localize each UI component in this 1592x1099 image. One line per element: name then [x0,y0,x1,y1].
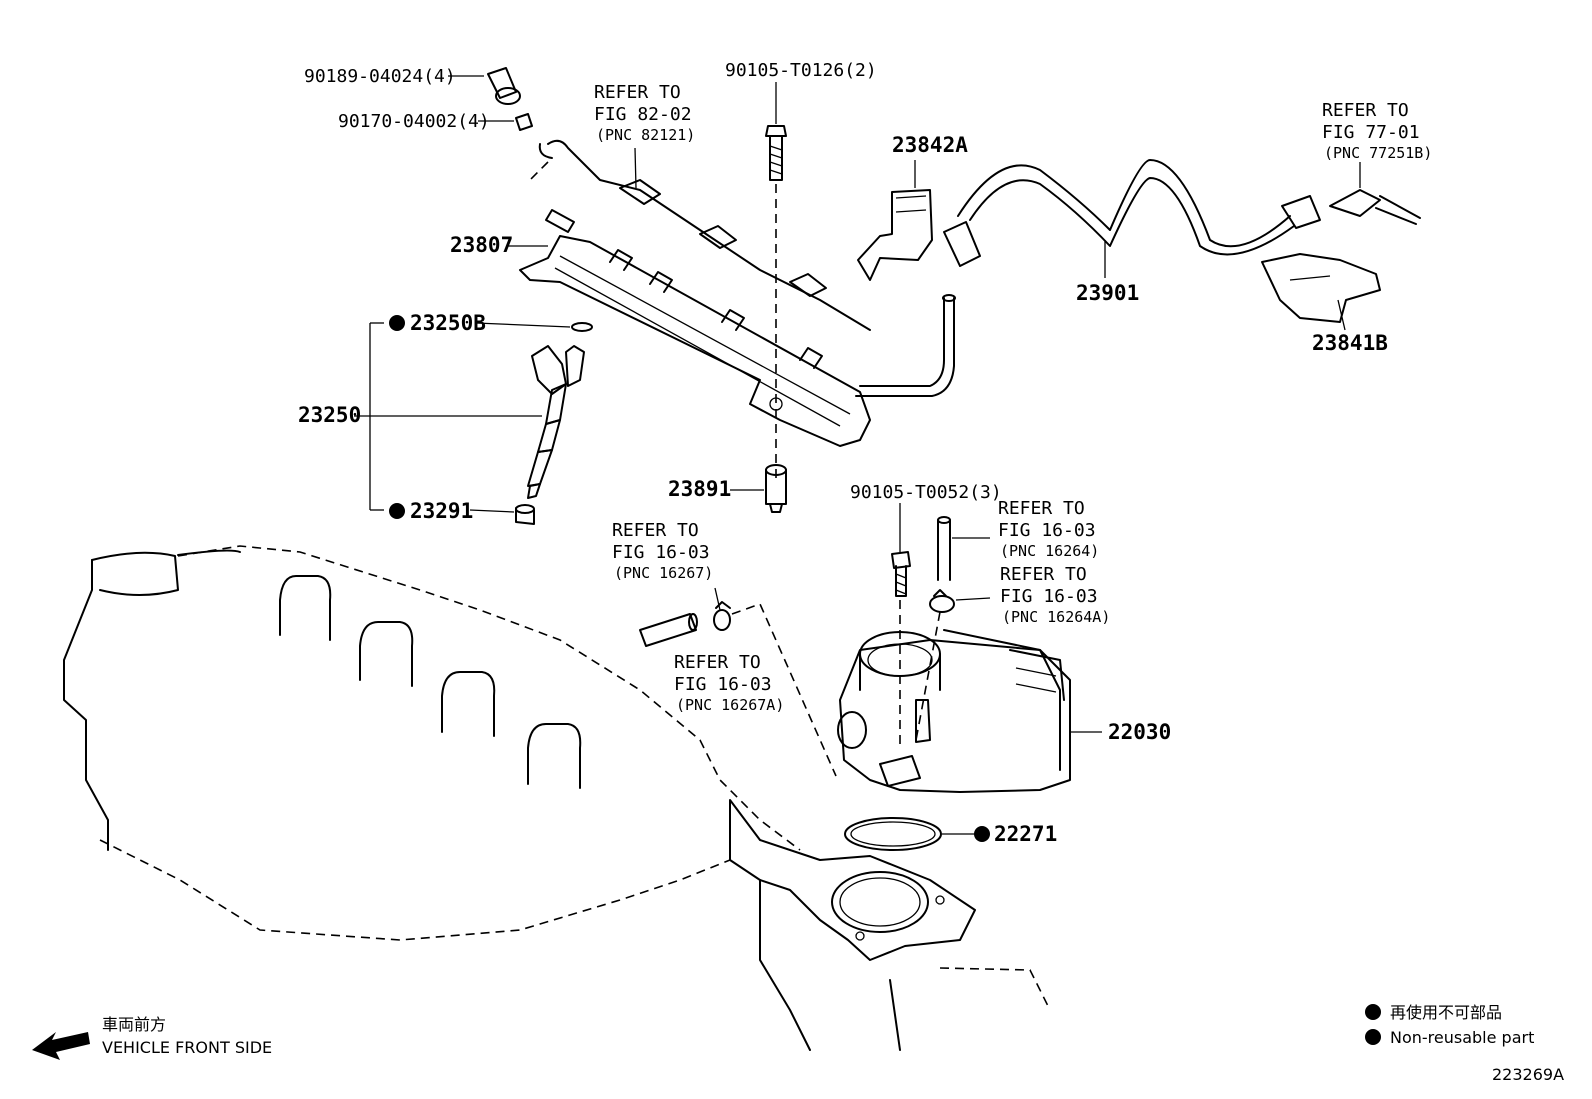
label-90170: 90170-04002(4) [338,111,490,132]
ref-16267a-line3: (PNC 16267A) [676,696,784,714]
bolt-90105-t0126[interactable] [765,125,787,480]
engine-block-outline [63,545,1051,1051]
insulator-23291[interactable] [515,504,535,525]
ref-16264a-line3: (PNC 16264A) [1002,608,1110,626]
bracket-23842a[interactable] [857,189,933,281]
non-reusable-marker [389,315,405,331]
direction-en: VEHICLE FRONT SIDE [102,1038,272,1057]
hose-16264[interactable] [937,516,951,581]
label-90189: 90189-04024(4) [304,66,456,87]
legend-jp: 再使用不可部品 [1390,1003,1502,1022]
ref-77-01-line3: (PNC 77251B) [1324,144,1432,162]
clamp-23841b[interactable] [1261,253,1381,323]
bolt-90189[interactable] [487,67,521,105]
ref-16267a-line1: REFER TO [674,652,761,673]
ref-16264-line2: FIG 16-03 [998,520,1096,541]
gasket-22271[interactable] [844,817,942,851]
throttle-body[interactable] [837,629,1071,793]
label-23291: 23291 [410,499,473,523]
label-23807: 23807 [450,233,513,257]
ref-16264-line3: (PNC 16264) [1000,542,1099,560]
ref-82-02-line3: (PNC 82121) [596,126,695,144]
ref-16264a-line2: FIG 16-03 [1000,586,1098,607]
legend-marker-icon [1365,1004,1381,1020]
label-22030: 22030 [1108,720,1171,744]
bolt-90105-t0052[interactable] [891,551,911,750]
fuel-hose-23901[interactable] [943,159,1421,267]
legend-marker-icon [1365,1029,1381,1045]
non-reusable-marker [389,503,405,519]
ref-77-01-line2: FIG 77-01 [1322,122,1420,143]
ref-16267-line3: (PNC 16267) [614,564,713,582]
ref-16267-line1: REFER TO [612,520,699,541]
label-23891: 23891 [668,477,731,501]
nut-90170[interactable] [515,113,533,131]
injector-wire-harness[interactable] [529,139,871,331]
ref-77-01-line1: REFER TO [1322,100,1409,121]
ref-16264-line1: REFER TO [998,498,1085,519]
direction-jp: 車両前方 [102,1015,166,1034]
legend: 再使用不可部品 Non-reusable part [1365,1003,1534,1047]
figure-id: 223269A [1492,1065,1564,1084]
label-23250: 23250 [298,403,361,427]
non-reusable-marker [974,826,990,842]
ref-16267a-line2: FIG 16-03 [674,674,772,695]
label-90105-t0126: 90105-T0126(2) [725,60,877,81]
label-23901: 23901 [1076,281,1139,305]
fuel-supply-pipe[interactable] [855,294,956,397]
ref-16264a-line1: REFER TO [1000,564,1087,585]
label-23250b: 23250B [410,311,486,335]
o-ring-23250b[interactable] [571,322,593,332]
leader-lines [354,75,1361,835]
label-22271: 22271 [994,822,1057,846]
hose-16267[interactable] [639,613,698,647]
fuel-delivery-pipe[interactable] [519,209,871,447]
ref-82-02-line1: REFER TO [594,82,681,103]
legend-en: Non-reusable part [1390,1028,1534,1047]
vehicle-front-indicator: 車両前方 VEHICLE FRONT SIDE [32,1015,272,1060]
clamp-16264a[interactable] [915,589,955,741]
label-90105-t0052: 90105-T0052(3) [850,482,1002,503]
ref-16267-line2: FIG 16-03 [612,542,710,563]
label-23841b: 23841B [1312,331,1388,355]
cushion-23891[interactable] [765,464,787,513]
ref-82-02-line2: FIG 82-02 [594,104,692,125]
clamp-16267a[interactable] [713,601,837,777]
front-arrow-icon [32,1032,90,1060]
label-23842a: 23842A [892,133,968,157]
fuel-injector[interactable] [527,345,585,499]
